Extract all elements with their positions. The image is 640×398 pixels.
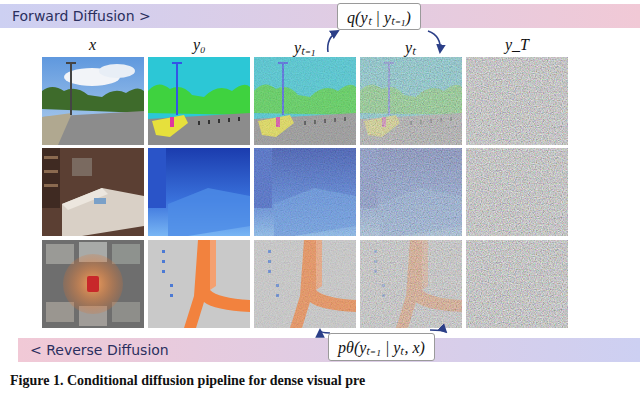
image-cell — [254, 57, 356, 145]
band-label: Forward Diffusion > — [0, 8, 151, 24]
formula-text: q(yₜ | yₜ₋₁) — [347, 6, 411, 28]
band-label: < Reverse Diffusion — [18, 342, 169, 358]
forward-band-ground — [0, 4, 640, 28]
image-cell — [148, 240, 250, 328]
column-header: yₜ — [405, 36, 416, 58]
image-cell — [466, 240, 568, 328]
formula-box: q(yₜ | yₜ₋₁) — [337, 3, 421, 30]
image-cell — [148, 57, 250, 145]
formula-text: pθ(yₜ₋₁ | yₜ, x) — [338, 336, 425, 358]
step-arrow — [328, 31, 338, 52]
image-cell — [148, 148, 250, 236]
image-cell — [466, 57, 568, 145]
column-header: y_T — [505, 36, 529, 54]
image-cell — [360, 240, 462, 328]
image-cell — [360, 148, 462, 236]
column-header: y₀ — [193, 36, 206, 54]
image-cell — [254, 148, 356, 236]
figure-caption: Figure 1. Conditional diffusion pipeline… — [10, 373, 365, 389]
diffusion-band: Forward Diffusion > — [0, 4, 640, 28]
column-header: yₜ₋₁ — [294, 36, 316, 58]
image-cell — [42, 57, 144, 145]
image-cell — [42, 148, 144, 236]
step-arrow — [428, 31, 440, 52]
step-arrow — [430, 330, 446, 332]
image-cell — [254, 240, 356, 328]
formula-box: pθ(yₜ₋₁ | yₜ, x) — [328, 333, 435, 361]
column-header: x — [89, 36, 96, 54]
image-cell — [466, 148, 568, 236]
image-cell — [42, 240, 144, 328]
image-cell — [360, 57, 462, 145]
